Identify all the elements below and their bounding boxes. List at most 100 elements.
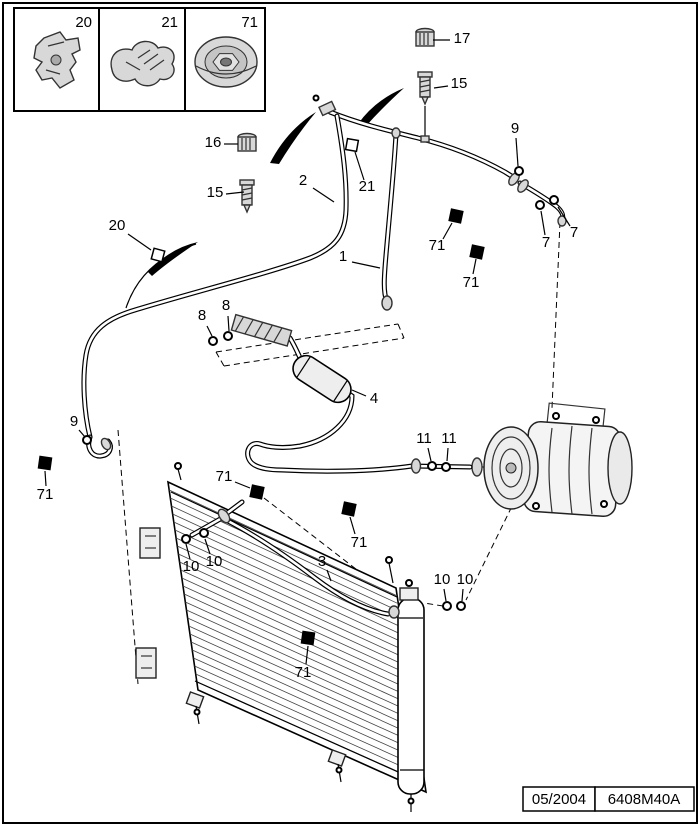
square-71-f xyxy=(300,630,316,646)
code-box xyxy=(594,786,695,812)
callout-71-e: 71 xyxy=(351,534,368,551)
muffler-capsule xyxy=(292,354,352,404)
ring-9-top xyxy=(514,166,524,176)
footer-date: 05/2004 xyxy=(532,791,586,808)
ring-10-c xyxy=(442,601,452,611)
legend-box: 20 21 71 xyxy=(13,7,266,112)
pipe-3-fitting xyxy=(217,508,231,524)
swoosh-2 xyxy=(358,88,404,126)
callout-71-f: 71 xyxy=(295,664,312,681)
compressor xyxy=(471,402,633,518)
callout-labels: 17 15 16 15 9 2 21 71 7 7 71 20 1 8 8 4 … xyxy=(37,30,579,681)
fitting-right-2 xyxy=(517,179,529,193)
callout-1: 1 xyxy=(339,248,347,265)
pipes xyxy=(81,109,566,617)
pipe-junction xyxy=(391,127,401,139)
callout-10-c: 10 xyxy=(434,571,451,588)
ring-10-b xyxy=(199,528,209,538)
ring-7-a xyxy=(535,200,545,210)
callout-10-b: 10 xyxy=(206,553,223,570)
pipe-2 xyxy=(81,113,349,440)
square-71-e xyxy=(341,501,357,517)
square-71-d xyxy=(249,484,265,500)
callout-4: 4 xyxy=(370,390,378,407)
legend-label-20: 20 xyxy=(75,14,92,31)
valve-cap-16 xyxy=(237,132,257,152)
ring-10-d xyxy=(456,601,466,611)
date-box xyxy=(522,786,596,812)
callout-15-right: 15 xyxy=(451,75,468,92)
compressor-inlet-flange xyxy=(471,457,483,477)
receiver-drier xyxy=(397,579,425,812)
callout-20: 20 xyxy=(109,217,126,234)
legend-part-nut xyxy=(194,36,258,88)
callout-17: 17 xyxy=(454,30,471,47)
callout-16: 16 xyxy=(205,134,222,151)
pipe-top-connector xyxy=(318,100,337,117)
swoosh-3 xyxy=(148,242,198,276)
square-71-b xyxy=(469,244,485,260)
compressor-rear-cap xyxy=(607,431,633,505)
pipe-4-end-fitting xyxy=(410,458,422,474)
swoosh-marks xyxy=(125,88,404,309)
ring-10-a xyxy=(181,534,191,544)
callout-9-top: 9 xyxy=(511,120,519,137)
condenser-bracket-upper xyxy=(139,527,161,559)
legend-label-71: 71 xyxy=(241,14,258,31)
condenser xyxy=(135,462,428,794)
square-21-marker xyxy=(344,137,360,153)
leader-lines xyxy=(44,39,571,665)
ring-11-b xyxy=(441,462,451,472)
pipe-3-end-fitting xyxy=(388,605,400,619)
callout-3: 3 xyxy=(318,553,326,570)
footer: 05/2004 6408M40A xyxy=(522,786,695,812)
callout-10-a: 10 xyxy=(183,558,200,575)
callout-9-left: 9 xyxy=(70,413,78,430)
pulley-hub xyxy=(505,462,517,474)
callout-71-c: 71 xyxy=(37,486,54,503)
condenser-foot-right xyxy=(327,749,347,783)
callout-71-d: 71 xyxy=(216,468,233,485)
pipe-4-run xyxy=(245,335,473,474)
callout-71-a: 71 xyxy=(429,237,446,254)
legend-label-21: 21 xyxy=(161,14,178,31)
callout-7-a: 7 xyxy=(542,234,550,251)
swoosh-1 xyxy=(270,112,316,164)
callout-11-b: 11 xyxy=(441,430,457,447)
valve-core-15-right xyxy=(417,71,433,143)
callout-8-b: 8 xyxy=(222,297,230,314)
callout-10-d: 10 xyxy=(457,571,474,588)
square-71-a xyxy=(448,208,464,224)
marker-squares xyxy=(37,137,485,646)
callout-11-a: 11 xyxy=(416,430,432,447)
ring-8-a xyxy=(208,336,218,346)
callout-7-b: 7 xyxy=(570,224,578,241)
condenser-bracket-lower xyxy=(135,647,157,679)
footer-code: 6408M40A xyxy=(608,791,681,808)
ring-7-b xyxy=(549,195,559,205)
callout-15-left: 15 xyxy=(207,184,224,201)
legend-part-bracket xyxy=(33,31,81,89)
pipe-2-end-fitting xyxy=(100,437,112,451)
callout-8-a: 8 xyxy=(198,307,206,324)
ring-8-b xyxy=(223,331,233,341)
pipe-fittings xyxy=(100,94,567,619)
valve-cap-17 xyxy=(415,27,435,47)
ring-9-left xyxy=(82,435,92,445)
pipe-1-end-fitting xyxy=(381,295,393,311)
seal-rings xyxy=(82,166,559,611)
square-20-marker xyxy=(150,247,166,263)
callout-21: 21 xyxy=(359,178,376,195)
condenser-bolt-topright xyxy=(385,556,393,564)
legend-part-clip xyxy=(110,40,175,87)
square-71-c xyxy=(37,455,53,471)
condenser-foot-left xyxy=(185,691,205,725)
drier-top-fitting xyxy=(399,587,419,601)
ring-11-a xyxy=(427,461,437,471)
condenser-bolt-topleft xyxy=(174,462,182,470)
threaded-union xyxy=(230,313,293,347)
elbow-end xyxy=(557,215,567,227)
